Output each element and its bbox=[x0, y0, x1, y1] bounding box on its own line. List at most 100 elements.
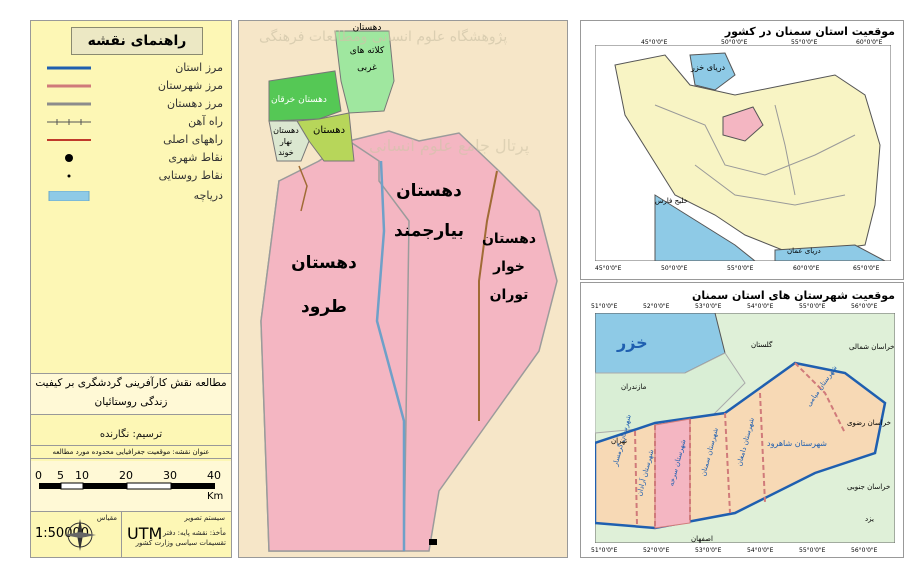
gulf-label: خلیج فارس bbox=[655, 197, 688, 205]
legend-item-province-border: مرز استان bbox=[37, 59, 225, 77]
legend-label: نقاط شهری bbox=[168, 151, 223, 164]
region-label-dehestan-khar-turan: دهستان خوار توران bbox=[481, 231, 537, 303]
semnan-lon-tick: 52°0'0"E bbox=[643, 303, 670, 310]
iran-lon-tick: 50°0'0"E bbox=[661, 265, 688, 272]
legend-label: مرز استان bbox=[175, 61, 223, 74]
caspian-label: خزر bbox=[617, 333, 648, 352]
legend-item-lake: دریاچه bbox=[37, 187, 225, 205]
author-credit: ترسیم: نگارنده bbox=[99, 429, 163, 440]
semnan-map-graphic bbox=[595, 313, 895, 543]
legend-item-urban-points: نقاط شهری bbox=[37, 149, 225, 167]
map-legend-panel: راهنمای نقشه مرز استان مرز شهرستان مرز د… bbox=[30, 20, 232, 558]
neighbor-label: خراسان شمالی bbox=[849, 343, 895, 351]
region-label-dehestan-kharqan: دهستان خرقان bbox=[271, 95, 327, 105]
semnan-lon-tick: 53°0'0"E bbox=[695, 547, 722, 554]
neighbor-label: یزد bbox=[865, 515, 874, 523]
legend-label: مرز دهستان bbox=[166, 97, 223, 110]
scale-bar: 0 5 10 20 30 40 Km bbox=[31, 461, 231, 511]
scale-tick: 0 bbox=[35, 469, 42, 482]
legend-label: نقاط روستایی bbox=[158, 169, 223, 182]
region-label-dehestan-small: دهستان نهار خوند bbox=[273, 126, 299, 157]
scale-tick: 30 bbox=[163, 469, 177, 482]
iran-lon-tick: 45°0'0"E bbox=[595, 265, 622, 272]
region-label-dehestan-biarjomand: دهستان بیارجمند bbox=[394, 181, 464, 241]
scale-unit: Km bbox=[207, 491, 224, 502]
study-area-map-graphic: پژوهشگاه علوم انسانی ومطالعات فرهنگی پرت… bbox=[259, 28, 558, 552]
county-label: شهرستان شاهرود bbox=[767, 439, 827, 448]
oman-label: دریای عمان bbox=[787, 247, 821, 255]
neighbor-label: خراسان جنوبی bbox=[847, 483, 891, 491]
scale-bar-graphic bbox=[39, 482, 215, 490]
rural-point-symbol bbox=[67, 174, 71, 178]
projection-info: سیستم تصویر UTM bbox=[121, 511, 231, 558]
study-area-map: پژوهشگاه علوم انسانی ومطالعات فرهنگی پرت… bbox=[238, 20, 568, 558]
legend-item-dehestan-border: مرز دهستان bbox=[37, 95, 225, 113]
dehestan-border-symbol bbox=[47, 102, 91, 106]
iran-lon-tick: 55°0'0"E bbox=[791, 39, 818, 46]
scale-tick: 5 bbox=[57, 469, 64, 482]
urban-point-symbol bbox=[65, 154, 73, 162]
north-arrow-icon bbox=[64, 519, 96, 551]
scale-value: 1:50000 bbox=[35, 526, 90, 541]
legend-label: راه آهن bbox=[188, 115, 223, 128]
region-label-dehestan-torud: دهستان طرود bbox=[291, 253, 357, 317]
railway-symbol bbox=[47, 119, 91, 125]
neighbor-label: مازندران bbox=[621, 383, 647, 391]
semnan-lon-tick: 54°0'0"E bbox=[747, 303, 774, 310]
scale-info: مقیاس 1:50000 bbox=[31, 511, 122, 558]
legend-label: دریاچه bbox=[193, 189, 223, 202]
iran-lon-tick: 60°0'0"E bbox=[793, 265, 820, 272]
iran-lon-tick: 55°0'0"E bbox=[727, 265, 754, 272]
semnan-lon-tick: 55°0'0"E bbox=[799, 547, 826, 554]
watermark-text: پرتال جامع علوم انسانی bbox=[369, 136, 529, 156]
semnan-lon-tick: 53°0'0"E bbox=[695, 303, 722, 310]
semnan-lon-tick: 52°0'0"E bbox=[643, 547, 670, 554]
county-border-symbol bbox=[47, 84, 91, 88]
semnan-map-title: موقعیت شهرستان های استان سمنان bbox=[692, 289, 895, 302]
iran-lon-tick: 45°0'0"E bbox=[641, 39, 668, 46]
source-line: تقسیمات سیاسی وزارت کشور bbox=[135, 539, 226, 547]
watermark-text: پژوهشگاه علوم انسانی ومطالعات فرهنگی bbox=[259, 28, 507, 45]
iran-location-map: موقعیت استان سمنان در کشور دریای خزر خلی… bbox=[580, 20, 904, 280]
legend-item-county-border: مرز شهرستان bbox=[37, 77, 225, 95]
legend-item-railway: راه آهن bbox=[37, 113, 225, 131]
legend-item-main-roads: راههای اصلی bbox=[37, 131, 225, 149]
semnan-lon-tick: 54°0'0"E bbox=[747, 547, 774, 554]
projection-label: سیستم تصویر bbox=[184, 514, 225, 522]
scale-tick: 40 bbox=[207, 469, 221, 482]
iran-lon-tick: 65°0'0"E bbox=[853, 265, 880, 272]
neighbor-label: خراسان رضوی bbox=[847, 419, 891, 427]
source-note: مأخذ: نقشه پایه: دفتر تقسیمات سیاسی وزار… bbox=[122, 528, 226, 548]
iran-lon-tick: 60°0'0"E bbox=[856, 39, 883, 46]
lake-symbol bbox=[48, 191, 90, 201]
map-info-row: مقیاس 1:50000 سیستم تصویر UTM bbox=[31, 511, 231, 558]
legend-item-rural-points: نقاط روستایی bbox=[37, 167, 225, 185]
scale-label: مقیاس bbox=[96, 514, 117, 522]
scale-tick: 20 bbox=[119, 469, 133, 482]
region-label-dehestan-center: دهستان bbox=[312, 125, 346, 136]
legend-label: مرز شهرستان bbox=[157, 79, 223, 92]
caspian-label: دریای خزر bbox=[691, 63, 726, 72]
neighbor-label: گلستان bbox=[751, 341, 773, 349]
figure-caption: عنوان نقشه: موقعیت جغرافیایی محدوده مورد… bbox=[31, 445, 231, 459]
iran-lon-tick: 50°0'0"E bbox=[721, 39, 748, 46]
semnan-lon-tick: 51°0'0"E bbox=[591, 303, 618, 310]
main-road-symbol bbox=[47, 139, 91, 141]
semnan-lon-tick: 51°0'0"E bbox=[591, 547, 618, 554]
semnan-lon-tick: 56°0'0"E bbox=[851, 303, 878, 310]
iran-map-title: موقعیت استان سمنان در کشور bbox=[724, 25, 895, 38]
semnan-lon-tick: 56°0'0"E bbox=[851, 547, 878, 554]
semnan-counties-map: موقعیت شهرستان های استان سمنان خزر گلستا… bbox=[580, 282, 904, 558]
study-title: مطالعه نقش کارآفرینی گردشگری بر کیفیت زن… bbox=[31, 373, 231, 415]
neighbor-label: اصفهان bbox=[691, 535, 713, 543]
semnan-lon-tick: 55°0'0"E bbox=[799, 303, 826, 310]
projection-value: UTM bbox=[127, 524, 163, 543]
province-border-symbol bbox=[47, 66, 91, 70]
neighbor-label: تهران bbox=[611, 437, 628, 445]
iran-map-graphic bbox=[595, 45, 891, 261]
legend-label: راههای اصلی bbox=[163, 133, 223, 146]
legend-title: راهنمای نقشه bbox=[71, 27, 203, 55]
source-line: مأخذ: نقشه پایه: دفتر bbox=[163, 529, 226, 537]
region-label-dehestan-top: دهستان کلاته های غربی bbox=[349, 23, 385, 73]
scale-tick: 10 bbox=[75, 469, 89, 482]
